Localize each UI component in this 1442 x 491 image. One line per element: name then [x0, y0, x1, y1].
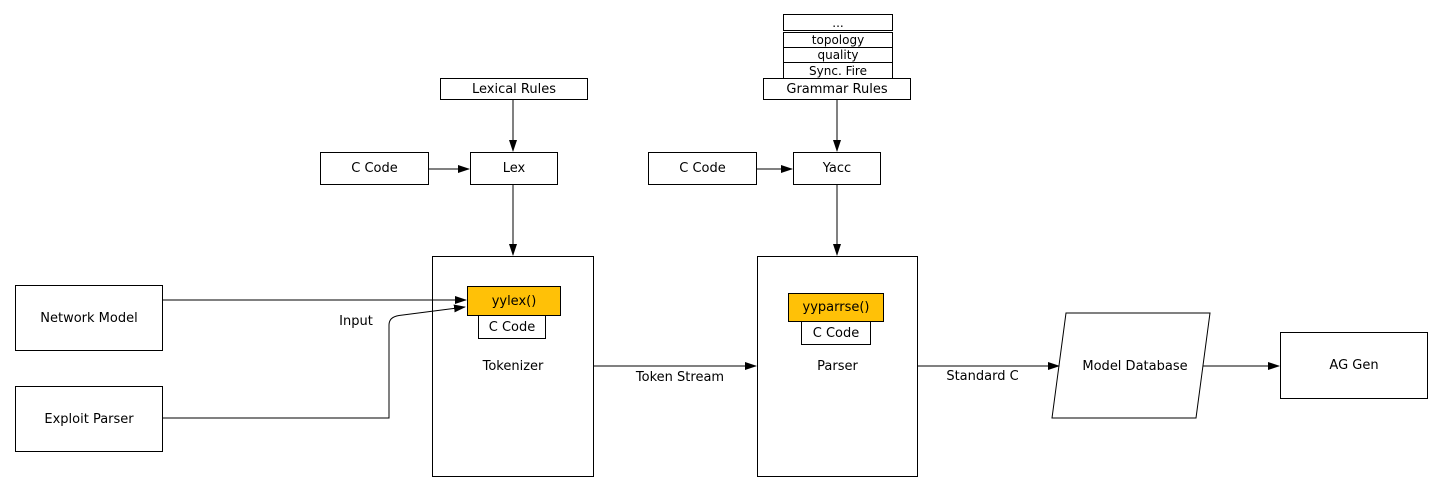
- node-label: C Code: [351, 161, 398, 176]
- stack-row-ellipsis: ...: [783, 14, 893, 31]
- stack-row-label: quality: [817, 48, 859, 62]
- edge-label-input: Input: [339, 314, 373, 329]
- node-exploit-parser: Exploit Parser: [15, 386, 163, 452]
- node-label: Exploit Parser: [44, 411, 134, 427]
- node-label: AG Gen: [1329, 358, 1379, 373]
- stack-row-label: topology: [811, 33, 865, 47]
- node-ag-gen: AG Gen: [1280, 332, 1428, 399]
- node-yacc: Yacc: [793, 152, 881, 185]
- node-label: yylex(): [491, 293, 537, 309]
- node-label: Lexical Rules: [471, 81, 557, 97]
- edge-label-standard-c: Standard C: [946, 369, 1019, 384]
- stack-row-label: ...: [832, 15, 844, 30]
- edge-label-token-stream: Token Stream: [635, 370, 725, 385]
- node-lex: Lex: [470, 152, 558, 185]
- tokenizer-label: Tokenizer: [482, 359, 544, 374]
- node-label: C Code: [812, 325, 860, 341]
- stack-row-sync-fire: Sync. Fire: [783, 62, 893, 79]
- node-parser: Parser: [757, 256, 918, 477]
- node-c-code-for-yacc: C Code: [648, 152, 757, 185]
- stack-row-quality: quality: [783, 47, 893, 63]
- node-model-database-label: Model Database: [1082, 359, 1188, 374]
- node-label: C Code: [679, 161, 726, 176]
- stack-row-label: Sync. Fire: [809, 63, 867, 78]
- node-yylex-c-code: C Code: [478, 315, 546, 339]
- node-label: Lex: [502, 161, 526, 176]
- node-yyparse: yyparrse(): [788, 293, 884, 322]
- node-label: yyparrse(): [802, 300, 870, 315]
- node-c-code-for-lex: C Code: [320, 152, 429, 185]
- node-label: Yacc: [822, 161, 852, 176]
- node-yyparse-c-code: C Code: [801, 321, 871, 345]
- node-yylex: yylex(): [467, 286, 561, 316]
- node-label: Network Model: [40, 310, 138, 326]
- node-label: C Code: [488, 319, 536, 335]
- stack-row-topology: topology: [783, 32, 893, 48]
- parser-label: Parser: [817, 359, 858, 374]
- node-lexical-rules: Lexical Rules: [440, 78, 588, 100]
- node-grammar-rules: Grammar Rules: [763, 78, 911, 100]
- node-network-model: Network Model: [15, 285, 163, 351]
- node-label: Grammar Rules: [786, 81, 888, 97]
